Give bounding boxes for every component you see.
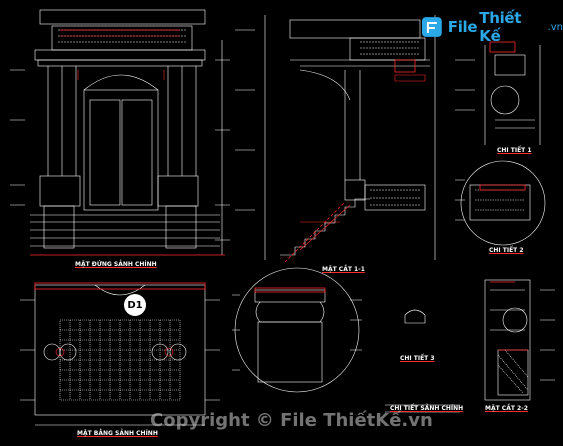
section-1-1-drawing bbox=[235, 15, 436, 263]
section-2-2-title: MẶT CẮT 2-2 bbox=[485, 405, 528, 412]
section-marker-d1: D1 bbox=[124, 294, 146, 316]
plan-title: MẶT BẰNG SẢNH CHÍNH bbox=[77, 430, 158, 437]
detail-1-title: CHI TIẾT 1 bbox=[497, 147, 532, 154]
front-elevation-drawing bbox=[10, 9, 230, 255]
section-2-2-drawing bbox=[484, 279, 555, 401]
detail-2-drawing bbox=[455, 160, 546, 246]
logo-icon bbox=[421, 17, 442, 37]
plan-drawing bbox=[20, 284, 220, 426]
detail-sanh-title: CHI TIẾT SẢNH CHÍNH bbox=[390, 405, 464, 412]
copyright-watermark: Copyright © File ThiếtKế.vn bbox=[150, 410, 433, 431]
detail-sanh-drawing bbox=[385, 404, 460, 413]
detail-3-drawing bbox=[232, 267, 426, 393]
section-1-1-title: MẶT CẮT 1-1 bbox=[322, 266, 365, 273]
filethietke-logo[interactable]: File Thiết Kế .vn bbox=[420, 9, 563, 45]
logo-brand-2: Thiết Kế bbox=[479, 9, 522, 45]
logo-domain: .vn bbox=[547, 21, 563, 33]
logo-brand: File bbox=[447, 18, 478, 36]
detail-2-title: CHI TIẾT 2 bbox=[489, 247, 524, 254]
detail-3-title: CHI TIẾT 3 bbox=[400, 355, 435, 362]
front-elevation-title: MẶT ĐỨNG SẢNH CHÍNH bbox=[75, 261, 157, 268]
detail-1-drawing bbox=[455, 45, 541, 145]
